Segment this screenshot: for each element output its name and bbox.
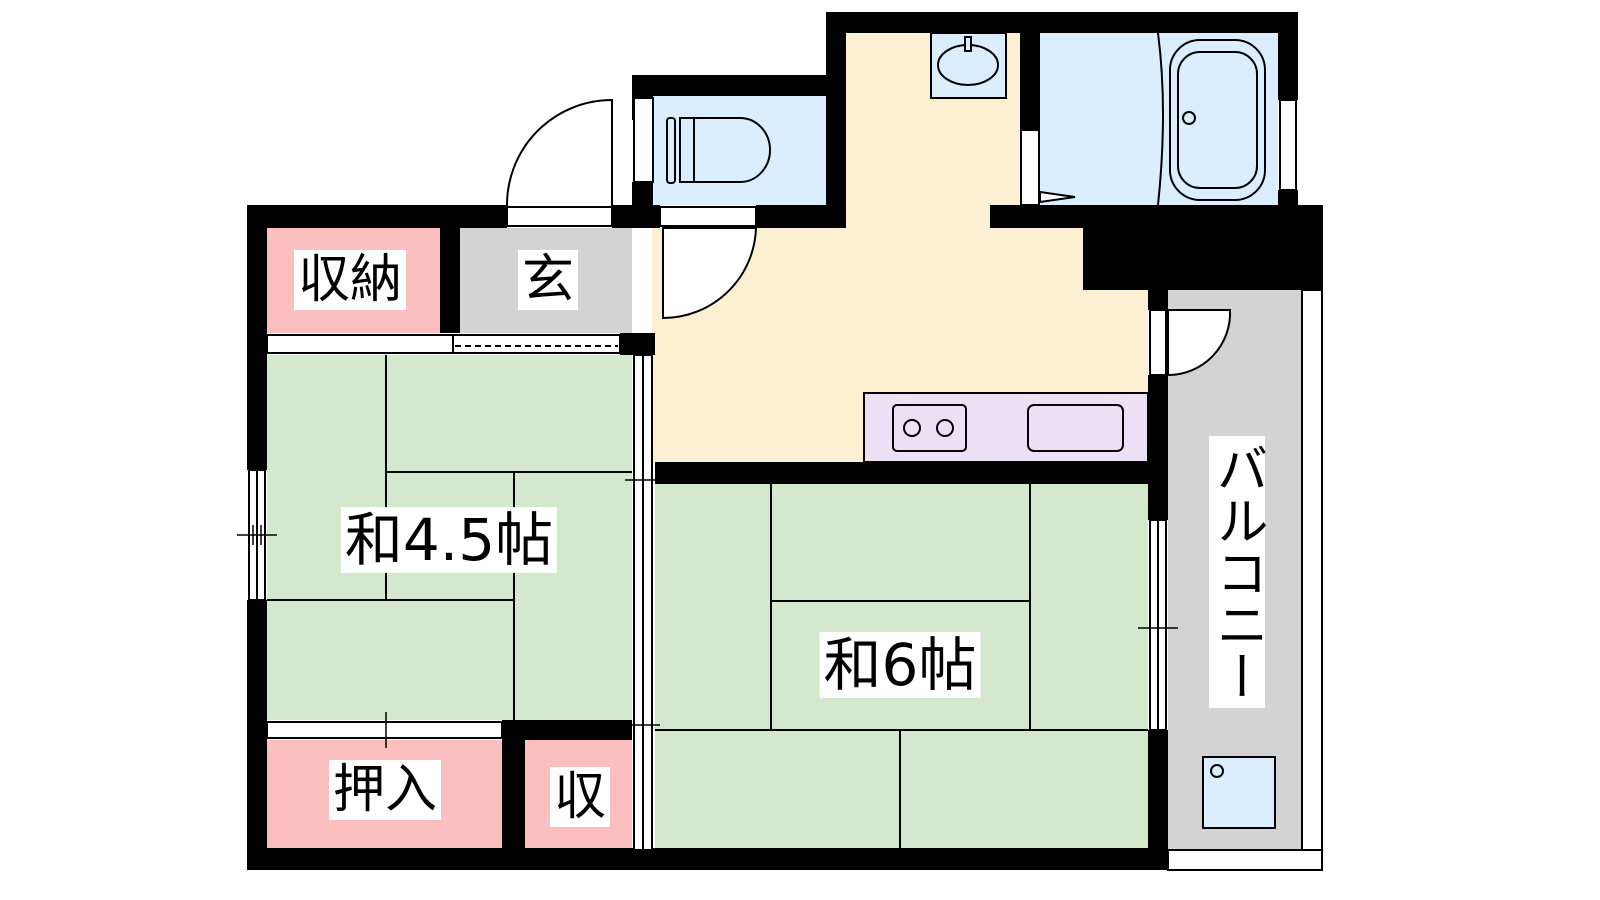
washbasin-icon <box>930 32 1007 99</box>
kitchen-floor <box>652 33 1148 462</box>
walls <box>247 12 1323 870</box>
toilet-icon <box>666 117 771 184</box>
bathtub-icon <box>1157 32 1266 206</box>
door-swings <box>505 98 1232 377</box>
window-ticks <box>237 479 1178 748</box>
openings <box>248 97 1297 851</box>
room-label-japanese-6: 和6帖 <box>819 632 981 698</box>
water-heater-icon <box>1202 756 1276 829</box>
room-label-japanese-4-5: 和4.5帖 <box>340 507 558 573</box>
kitchen-counter <box>863 392 1149 463</box>
sink-icon <box>1027 404 1124 452</box>
room-label-balcony: バルコニー <box>1207 436 1267 708</box>
stove-icon <box>892 404 967 452</box>
balcony-rail <box>1301 289 1323 871</box>
balcony-edge <box>1167 849 1323 871</box>
room-label-closet: 押入 <box>328 760 442 820</box>
room-label-storage: 収納 <box>293 250 407 310</box>
room-label-storage-small: 収 <box>549 767 611 827</box>
room-label-entrance: 玄 <box>517 250 579 310</box>
